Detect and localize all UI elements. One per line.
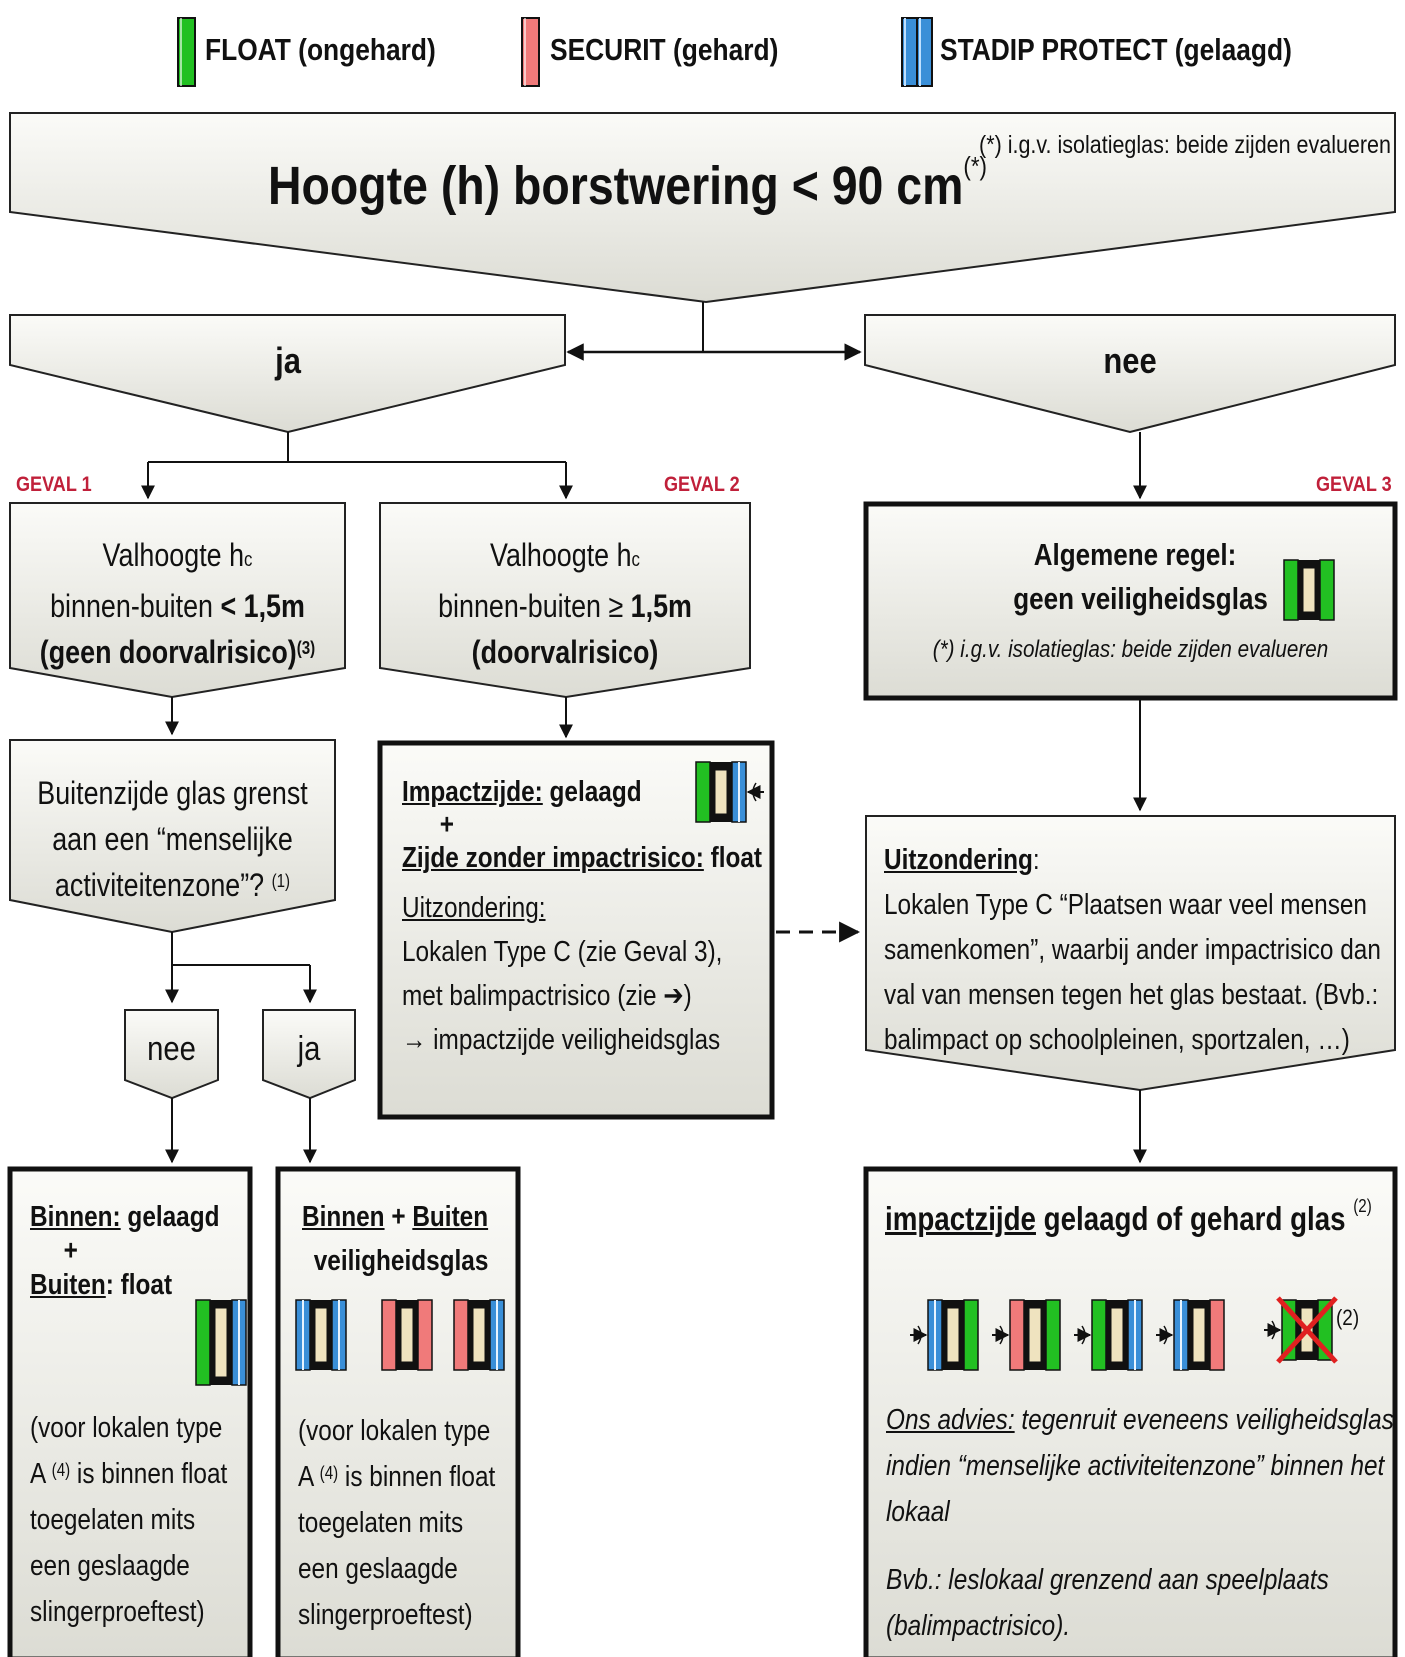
case3-crossed-unit-icon [1264, 1296, 1338, 1364]
case1-result-yes-note: (voor lokalen type A (4) is binnen float… [298, 1415, 496, 1631]
legend-float-label: FLOAT (ongehard) [205, 32, 436, 67]
case1-yes-unit-3-icon [453, 1299, 505, 1371]
case3-label: GEVAL 3 [1316, 473, 1392, 496]
case3-unit-2-icon [992, 1299, 1061, 1371]
page-title: Hoogte (h) borstwering < 90 cm(*) [268, 151, 988, 216]
case3-result-title: impactzijde gelaagd of gehard glas (2) [885, 1196, 1372, 1237]
case1-yes-unit-1-icon [295, 1299, 347, 1371]
case2-condition-shape [379, 502, 751, 699]
case1-label: GEVAL 1 [16, 473, 92, 496]
legend-securit-label: SECURIT (gehard) [550, 32, 779, 67]
case3-unit-3-icon [1074, 1299, 1143, 1371]
case2-result: Impactzijde: gelaagd + Zijde zonder impa… [402, 776, 763, 1056]
case3-rule: Algemene regel: geen veiligheidsglas [1013, 537, 1268, 616]
case3-unit-1-icon [910, 1299, 979, 1371]
legend-float-icon [177, 17, 196, 87]
case3-result-box [863, 1166, 1398, 1657]
case3-float-unit-icon [1283, 559, 1335, 621]
case3-rule-note: (*) i.g.v. isolatieglas: beide zijden ev… [932, 636, 1329, 663]
case2-condition: Valhoogte hc binnen-buiten ≥ 1,5m (doorv… [438, 537, 692, 670]
header-note: (*) i.g.v. isolatieglas: beide zijden ev… [979, 131, 1391, 159]
case1-result-no-box [7, 1166, 253, 1657]
case1-condition-shape [9, 502, 346, 699]
case1-condition: Valhoogte hc binnen-buiten < 1,5m (geen … [39, 537, 316, 670]
branch-no-label: nee [1103, 340, 1157, 381]
case1-yes-label: ja [297, 1030, 321, 1068]
yes-branch-shape [9, 314, 566, 434]
legend-securit-icon [521, 17, 540, 87]
case3-unit-4-icon [1156, 1299, 1225, 1371]
case3-exception-shape [865, 815, 1396, 1092]
case2-glass-unit-icon [695, 761, 764, 823]
case1-result-no-note: (voor lokalen type A (4) is binnen float… [30, 1412, 228, 1628]
legend-stadip-icon [901, 17, 933, 87]
legend-stadip-label: STADIP PROTECT (gelaagd) [940, 32, 1292, 67]
case1-result-yes-box [275, 1166, 521, 1657]
no-branch-shape [864, 314, 1396, 434]
header-funnel-shape [9, 112, 1396, 304]
case1-result-yes: Binnen + Buiten veiligheidsglas [302, 1201, 489, 1277]
case1-no-glass-unit-icon [195, 1299, 247, 1386]
case1-yes-unit-2-icon [381, 1299, 433, 1371]
case1-question-shape [9, 739, 336, 934]
case1-yes-shape [262, 1009, 356, 1100]
case3-exception: Uitzondering: Lokalen Type C “Plaatsen w… [884, 844, 1381, 1056]
case1-result-no: Binnen: gelaagd + Buiten: float [30, 1201, 220, 1301]
case1-question: Buitenzijde glas grenst aan een “menseli… [37, 775, 308, 903]
branch-yes-label: ja [275, 340, 301, 381]
case1-no-shape [124, 1009, 219, 1100]
case2-label: GEVAL 2 [664, 473, 740, 496]
case3-advice: Ons advies: tegenruit eveneens veilighei… [886, 1404, 1394, 1642]
case1-no-label: nee [147, 1030, 196, 1068]
case3-cross-note: (2) [1336, 1305, 1360, 1330]
